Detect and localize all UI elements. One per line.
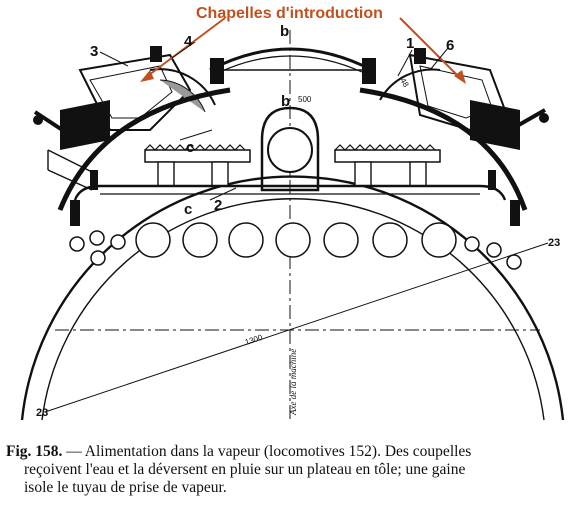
label-dim-500: 500 xyxy=(298,95,312,104)
boiler-shell-inner xyxy=(41,198,545,421)
left-cup xyxy=(144,149,251,163)
label-6: 6 xyxy=(446,37,454,54)
annotation-arrows xyxy=(140,17,466,84)
caption-line-3: isole le tuyau de prise de vapeur. xyxy=(24,479,227,496)
label-3: 3 xyxy=(90,43,98,60)
right-cup xyxy=(334,149,441,163)
right-steam-band xyxy=(359,87,528,211)
steam-pipe xyxy=(267,127,313,173)
leader-lines xyxy=(99,41,449,201)
steam-pipe-housing xyxy=(260,106,320,192)
label-c-upper: c xyxy=(186,139,194,156)
label-b-top: b xyxy=(280,23,289,40)
left-feed-valve xyxy=(33,46,216,191)
label-diameter: 1300 xyxy=(244,333,264,347)
left-steam-band xyxy=(57,87,231,211)
label-c-lower: c xyxy=(184,201,192,218)
left-cup-teeth xyxy=(144,144,246,151)
label-b-mid: b xyxy=(281,93,290,110)
label-23-right: 23 xyxy=(548,237,560,249)
dome-cover-inner xyxy=(219,55,363,73)
figure-number: Fig. 158. xyxy=(6,443,63,460)
label-4: 4 xyxy=(184,33,193,50)
diameter-line xyxy=(44,242,549,413)
dome-cover xyxy=(209,47,373,72)
caption-line-1: — Alimentation dans la vapeur (locomotiv… xyxy=(62,443,472,460)
sheet-plate xyxy=(73,184,507,201)
fire-tubes xyxy=(69,222,522,270)
figure-caption: Fig. 158. — Alimentation dans la vapeur … xyxy=(6,443,574,497)
right-cup-teeth xyxy=(334,144,436,151)
label-1: 1 xyxy=(406,35,414,52)
right-feed-valve xyxy=(379,48,549,150)
caption-line-2: reçoivent l'eau et la déversent en pluie… xyxy=(24,461,466,478)
cup-supports xyxy=(157,161,427,187)
annotation-title: Chapelles d'introduction xyxy=(196,5,383,22)
dome-flange-right xyxy=(362,58,376,84)
boiler-shell-outer xyxy=(20,175,565,421)
label-2: 2 xyxy=(214,197,222,214)
shell-rivets xyxy=(70,170,520,226)
label-23-left: 23 xyxy=(36,407,48,419)
dome-flange-left xyxy=(210,58,224,84)
axis-label: Axe de la machine xyxy=(288,349,298,416)
